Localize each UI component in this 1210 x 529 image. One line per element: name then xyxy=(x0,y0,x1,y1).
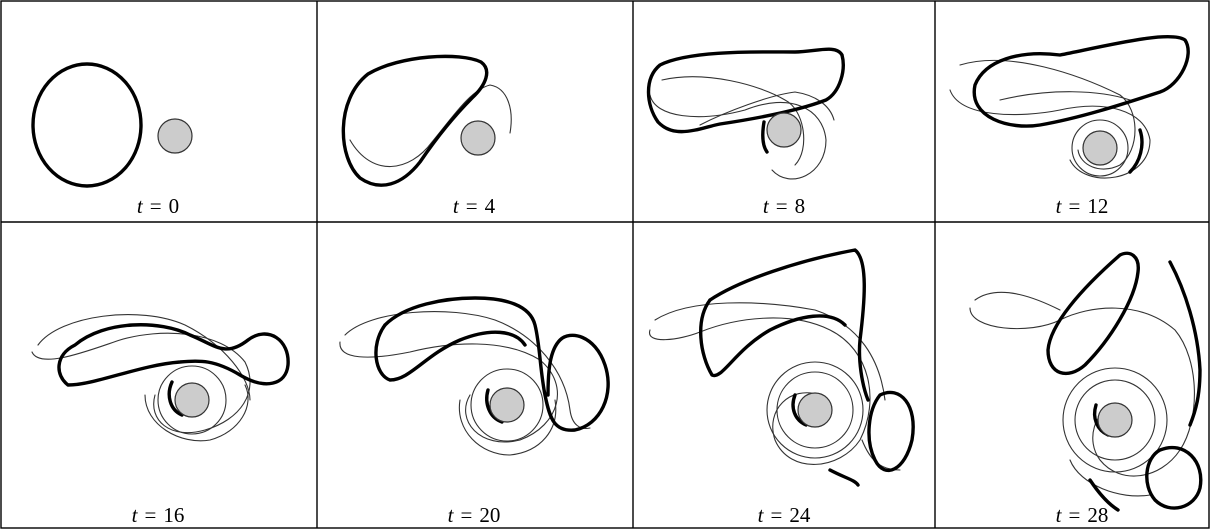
filament xyxy=(349,84,512,167)
vortex-patch-body xyxy=(699,298,847,378)
filament xyxy=(339,341,558,443)
filament xyxy=(1069,459,1151,497)
filament xyxy=(969,307,1195,477)
vortex-tail xyxy=(167,380,184,417)
vortex-patch xyxy=(383,296,610,432)
panel-label: t=8 xyxy=(763,194,805,218)
filament xyxy=(649,317,871,465)
central-core xyxy=(766,112,802,148)
panel-label: t=12 xyxy=(1056,194,1109,218)
panel-t24: t=24 xyxy=(649,248,915,527)
panel-label: t=16 xyxy=(132,503,185,527)
vortex-tail xyxy=(761,120,769,154)
outer-ring xyxy=(766,361,864,459)
panel-t16: t=16 xyxy=(31,314,290,527)
filament xyxy=(861,439,901,471)
panel-t20: t=20 xyxy=(339,296,610,527)
inner-ring xyxy=(157,365,227,435)
panel-label: t=28 xyxy=(1056,503,1109,527)
filament xyxy=(654,302,886,401)
panel-t4: t=4 xyxy=(341,54,512,218)
central-core xyxy=(1097,402,1133,438)
vortex-patch xyxy=(972,35,1190,128)
filament xyxy=(458,399,557,456)
vortex-tail xyxy=(1168,260,1202,427)
vortex-tail xyxy=(828,468,860,487)
panel-label: t=24 xyxy=(758,503,811,527)
panel-label: t=20 xyxy=(448,503,501,527)
central-core xyxy=(460,120,496,156)
inner-ring xyxy=(1071,119,1129,177)
outer-ring xyxy=(1062,367,1168,473)
filament xyxy=(959,59,1136,170)
vortex-tail xyxy=(1128,128,1144,174)
panel-label: t=0 xyxy=(137,194,179,218)
vortex-lobe xyxy=(1145,445,1203,510)
vortex-tail xyxy=(791,393,808,427)
filament xyxy=(37,314,251,401)
panel-t8: t=8 xyxy=(646,47,845,218)
vortex-patch xyxy=(646,47,845,134)
filament xyxy=(699,91,835,126)
central-core xyxy=(1082,130,1118,166)
filament xyxy=(974,291,1061,311)
vortex-patch xyxy=(341,54,489,187)
filament xyxy=(31,332,251,434)
vortex-patch xyxy=(57,323,290,387)
vortex-patch-body xyxy=(374,323,527,382)
panel-t12: t=12 xyxy=(949,35,1190,218)
panel-label: t=4 xyxy=(453,194,496,218)
vortex-patch xyxy=(31,62,143,188)
panel-t0: t=0 xyxy=(31,62,193,218)
central-core xyxy=(157,118,193,154)
panel-t28: t=28 xyxy=(969,251,1203,527)
filament xyxy=(661,76,805,166)
central-core xyxy=(797,392,833,428)
vortex-lobe xyxy=(1046,251,1140,376)
vortex-patch xyxy=(708,248,870,402)
filament xyxy=(949,89,1151,179)
filament xyxy=(999,91,1131,101)
vortex-tail xyxy=(1088,478,1120,512)
vortex-lobe xyxy=(867,390,915,473)
central-core xyxy=(489,387,525,423)
inner-ring xyxy=(470,368,544,442)
inner-ring xyxy=(1074,379,1156,461)
filament xyxy=(144,384,249,442)
inner-ring xyxy=(776,371,854,449)
central-core xyxy=(174,382,210,418)
